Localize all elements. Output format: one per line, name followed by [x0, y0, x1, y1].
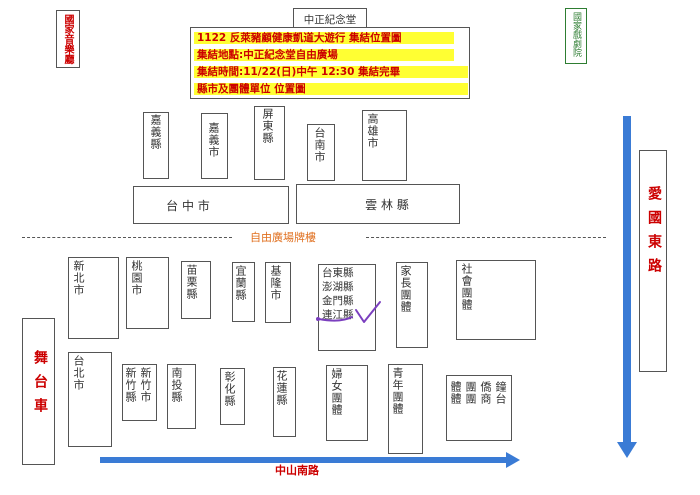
- unit-social-label: 社會團體: [460, 263, 473, 311]
- unit-pingtung: [254, 106, 285, 180]
- plaza-line-left: [22, 237, 232, 238]
- title-line-2: 集結地點:中正紀念堂自由廣場: [194, 49, 454, 61]
- unit-hsinchu-label: 新竹市 新竹縣: [124, 367, 152, 403]
- hall-label-box: 中正紀念堂: [293, 8, 367, 28]
- unit-parents: [396, 262, 428, 348]
- unit-social: [456, 260, 536, 340]
- stage-truck-label: 舞台車: [32, 350, 48, 422]
- unit-taichung-label: 台 中 市: [166, 199, 210, 213]
- plaza-label: 自由廣場牌樓: [250, 231, 316, 244]
- unit-penghu-label: 澎湖縣: [322, 281, 354, 293]
- unit-hualien-label: 花蓮縣: [275, 370, 288, 406]
- unit-pingtung-label: 屏東縣: [261, 108, 274, 144]
- unit-keelung: [265, 262, 291, 323]
- stage-truck-box: [22, 318, 55, 465]
- unit-nantou-label: 南投縣: [170, 367, 183, 403]
- unit-taishang-col-2: 僑商: [479, 381, 492, 405]
- unit-taishang-col-1: 鐘台: [494, 381, 507, 405]
- unit-chiayi-county-label: 嘉義縣: [149, 114, 162, 150]
- unit-taitung-label: 台東縣: [322, 267, 354, 279]
- unit-chiayi-city-label: 嘉義市: [207, 122, 220, 158]
- unit-women: [326, 365, 368, 441]
- unit-changhua-label: 彰化縣: [223, 371, 236, 407]
- unit-kinmen-label: 金門縣: [322, 295, 354, 307]
- aiguo-road-arrow: [617, 116, 637, 458]
- aiguo-east-road-box: [639, 150, 667, 372]
- unit-chiayi-county: [143, 112, 169, 179]
- unit-youth: [388, 364, 423, 454]
- title-line-4: 縣市及團體單位 位置圖: [194, 83, 468, 95]
- unit-hsinchu-city-label: 新竹市: [139, 367, 152, 403]
- unit-yilan-label: 宜蘭縣: [234, 265, 247, 301]
- unit-parents-label: 家長團體: [399, 265, 412, 313]
- zhongshan-south-road-label: 中山南路: [275, 464, 319, 477]
- unit-new-taipei: [68, 257, 119, 339]
- concert-hall-box: [56, 10, 80, 68]
- unit-women-label: 婦女團體: [330, 368, 343, 416]
- unit-miaoli-label: 苗栗縣: [185, 264, 198, 300]
- unit-hsinchu-county-label: 新竹縣: [124, 367, 137, 403]
- unit-yunlin: [296, 184, 460, 224]
- unit-taipei: [68, 352, 112, 447]
- unit-changhua: [220, 368, 245, 425]
- unit-islands-list: 台東縣 澎湖縣 金門縣 連江縣: [322, 266, 354, 322]
- unit-miaoli: [181, 261, 211, 319]
- unit-new-taipei-label: 新北市: [72, 260, 85, 296]
- unit-kaohsiung: [362, 110, 407, 181]
- unit-taichung: [133, 186, 289, 224]
- unit-hsinchu: [122, 364, 157, 421]
- aiguo-east-road-label: 愛國東路: [646, 186, 662, 282]
- unit-taishang-label: 鐘台 僑商 團團 體體: [449, 381, 507, 405]
- unit-youth-label: 青年團體: [391, 367, 404, 415]
- title-line-1: 1122 反萊豬顧健康凱道大遊行 集結位置圖: [194, 32, 454, 44]
- title-line-3: 集結時間:11/22(日)中午 12:30 集結完畢: [194, 66, 468, 78]
- unit-yunlin-label: 雲 林 縣: [365, 198, 409, 212]
- unit-taishang-col-4: 體體: [449, 381, 462, 405]
- theater-label: 國家戲劇院: [571, 12, 581, 57]
- unit-taishang-col-3: 團團: [464, 381, 477, 405]
- unit-lienchiang-label: 連江縣: [322, 309, 354, 321]
- hall-label: 中正紀念堂: [303, 14, 357, 26]
- unit-chiayi-city: [201, 113, 228, 179]
- concert-hall-label: 國家音樂廳: [62, 14, 73, 64]
- unit-kaohsiung-label: 高雄市: [366, 113, 379, 149]
- unit-hualien: [273, 367, 296, 437]
- unit-tainan-label: 台南市: [313, 127, 326, 163]
- theater-box: [565, 8, 587, 64]
- unit-taipei-label: 台北市: [72, 355, 85, 391]
- unit-keelung-label: 基隆市: [269, 265, 282, 301]
- unit-taishang: [446, 375, 512, 441]
- unit-yilan: [232, 262, 255, 322]
- unit-taoyuan-label: 桃園市: [130, 260, 143, 296]
- unit-nantou: [167, 364, 196, 429]
- plaza-line-right: [366, 237, 606, 238]
- unit-taoyuan: [126, 257, 169, 329]
- unit-tainan: [307, 124, 335, 181]
